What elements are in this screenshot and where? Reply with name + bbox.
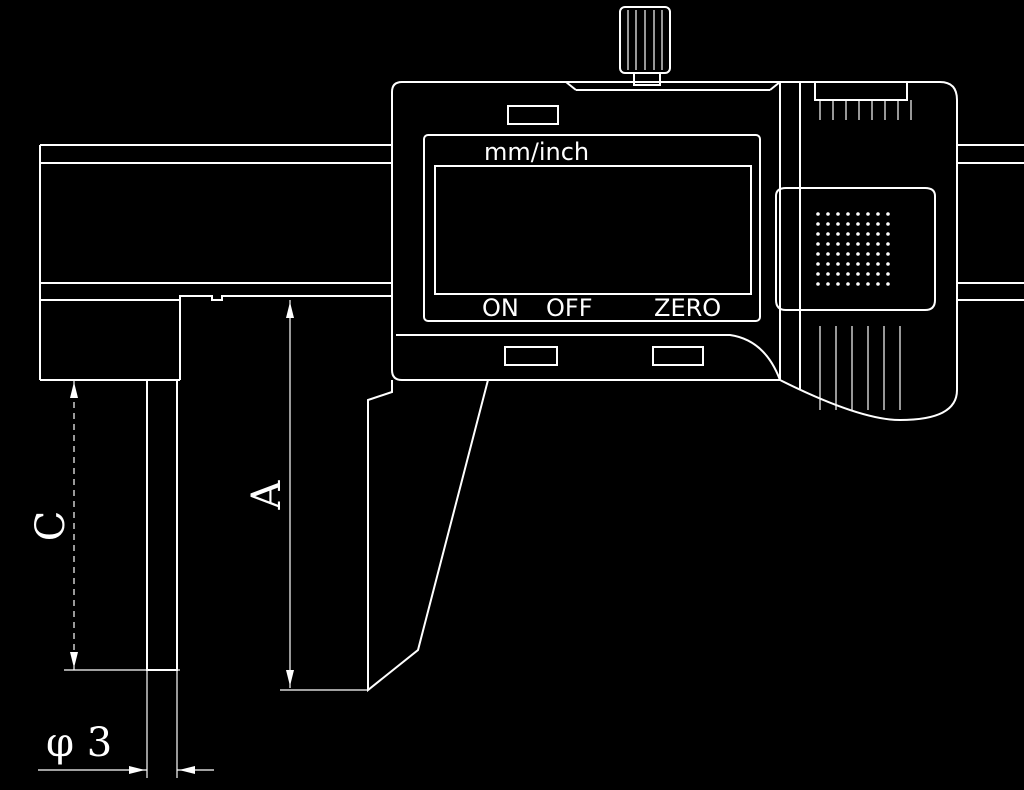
dim-label-c: C xyxy=(28,511,74,542)
grip-dot xyxy=(866,212,870,216)
grip-dot xyxy=(846,242,850,246)
grip-dot xyxy=(836,252,840,256)
thumb-grip xyxy=(775,81,958,422)
grip-dot xyxy=(836,272,840,276)
grip-dot xyxy=(886,272,890,276)
grip-dot xyxy=(846,252,850,256)
grip-dot xyxy=(836,222,840,226)
grip-dot xyxy=(826,282,830,286)
grip-dot xyxy=(856,232,860,236)
dimension-phi: φ 3 xyxy=(38,670,214,778)
grip-dot xyxy=(816,232,820,236)
grip-dot xyxy=(886,262,890,266)
grip-dot xyxy=(866,232,870,236)
grip-dot xyxy=(816,242,820,246)
grip-dot xyxy=(856,242,860,246)
grip-dot xyxy=(886,252,890,256)
grip-dot xyxy=(856,212,860,216)
grip-dot xyxy=(886,232,890,236)
grip-dot xyxy=(826,242,830,246)
grip-dot xyxy=(846,282,850,286)
dim-label-phi: φ 3 xyxy=(46,720,112,766)
grip-dot xyxy=(886,222,890,226)
grip-dot xyxy=(826,252,830,256)
grip-dot xyxy=(876,252,880,256)
zero-button[interactable] xyxy=(652,346,704,366)
grip-dot xyxy=(866,252,870,256)
grip-dot xyxy=(876,232,880,236)
grip-dot xyxy=(866,242,870,246)
grip-dot xyxy=(876,282,880,286)
caliper-beam xyxy=(39,144,1024,381)
unit-label: mm/inch xyxy=(484,138,589,166)
grip-dot xyxy=(866,222,870,226)
grip-dot xyxy=(856,282,860,286)
lcd-panel: mm/inch ON OFF ZERO xyxy=(423,134,761,322)
grip-dot xyxy=(856,272,860,276)
grip-dot xyxy=(836,212,840,216)
grip-dot xyxy=(856,262,860,266)
grip-dot xyxy=(836,282,840,286)
grip-dot xyxy=(886,212,890,216)
off-label: OFF xyxy=(546,294,593,322)
dimension-a: A xyxy=(244,300,368,691)
grip-dot xyxy=(826,262,830,266)
moving-jaw xyxy=(367,379,489,693)
grip-dot xyxy=(866,282,870,286)
grip-dot xyxy=(816,252,820,256)
grip-dot xyxy=(866,262,870,266)
grip-dot xyxy=(876,222,880,226)
dimension-c: C xyxy=(28,380,180,671)
grip-dot xyxy=(886,242,890,246)
grip-dot xyxy=(816,272,820,276)
on-label: ON xyxy=(482,294,519,322)
grip-dot xyxy=(876,242,880,246)
zero-label: ZERO xyxy=(654,294,721,322)
dim-label-a: A xyxy=(244,479,290,510)
grip-dot xyxy=(836,242,840,246)
grip-dot xyxy=(876,272,880,276)
grip-dot xyxy=(816,212,820,216)
grip-dot xyxy=(826,232,830,236)
grip-dot xyxy=(886,282,890,286)
grip-dots xyxy=(816,212,890,286)
grip-dot xyxy=(836,262,840,266)
grip-dot xyxy=(816,222,820,226)
grip-dot xyxy=(846,262,850,266)
grip-dot xyxy=(836,232,840,236)
grip-dot xyxy=(826,222,830,226)
lock-screw xyxy=(619,6,671,86)
button-row xyxy=(396,334,781,381)
grip-dot xyxy=(846,212,850,216)
grip-dot xyxy=(856,252,860,256)
on-off-button[interactable] xyxy=(504,346,558,366)
grip-dot xyxy=(826,272,830,276)
grip-dot xyxy=(846,272,850,276)
grip-dot xyxy=(866,272,870,276)
grip-dot xyxy=(846,232,850,236)
grip-dot xyxy=(876,262,880,266)
grip-dot xyxy=(846,222,850,226)
grip-dot xyxy=(876,212,880,216)
grip-dot xyxy=(816,262,820,266)
grip-dot xyxy=(826,212,830,216)
grip-dot xyxy=(816,282,820,286)
grip-dot xyxy=(856,222,860,226)
